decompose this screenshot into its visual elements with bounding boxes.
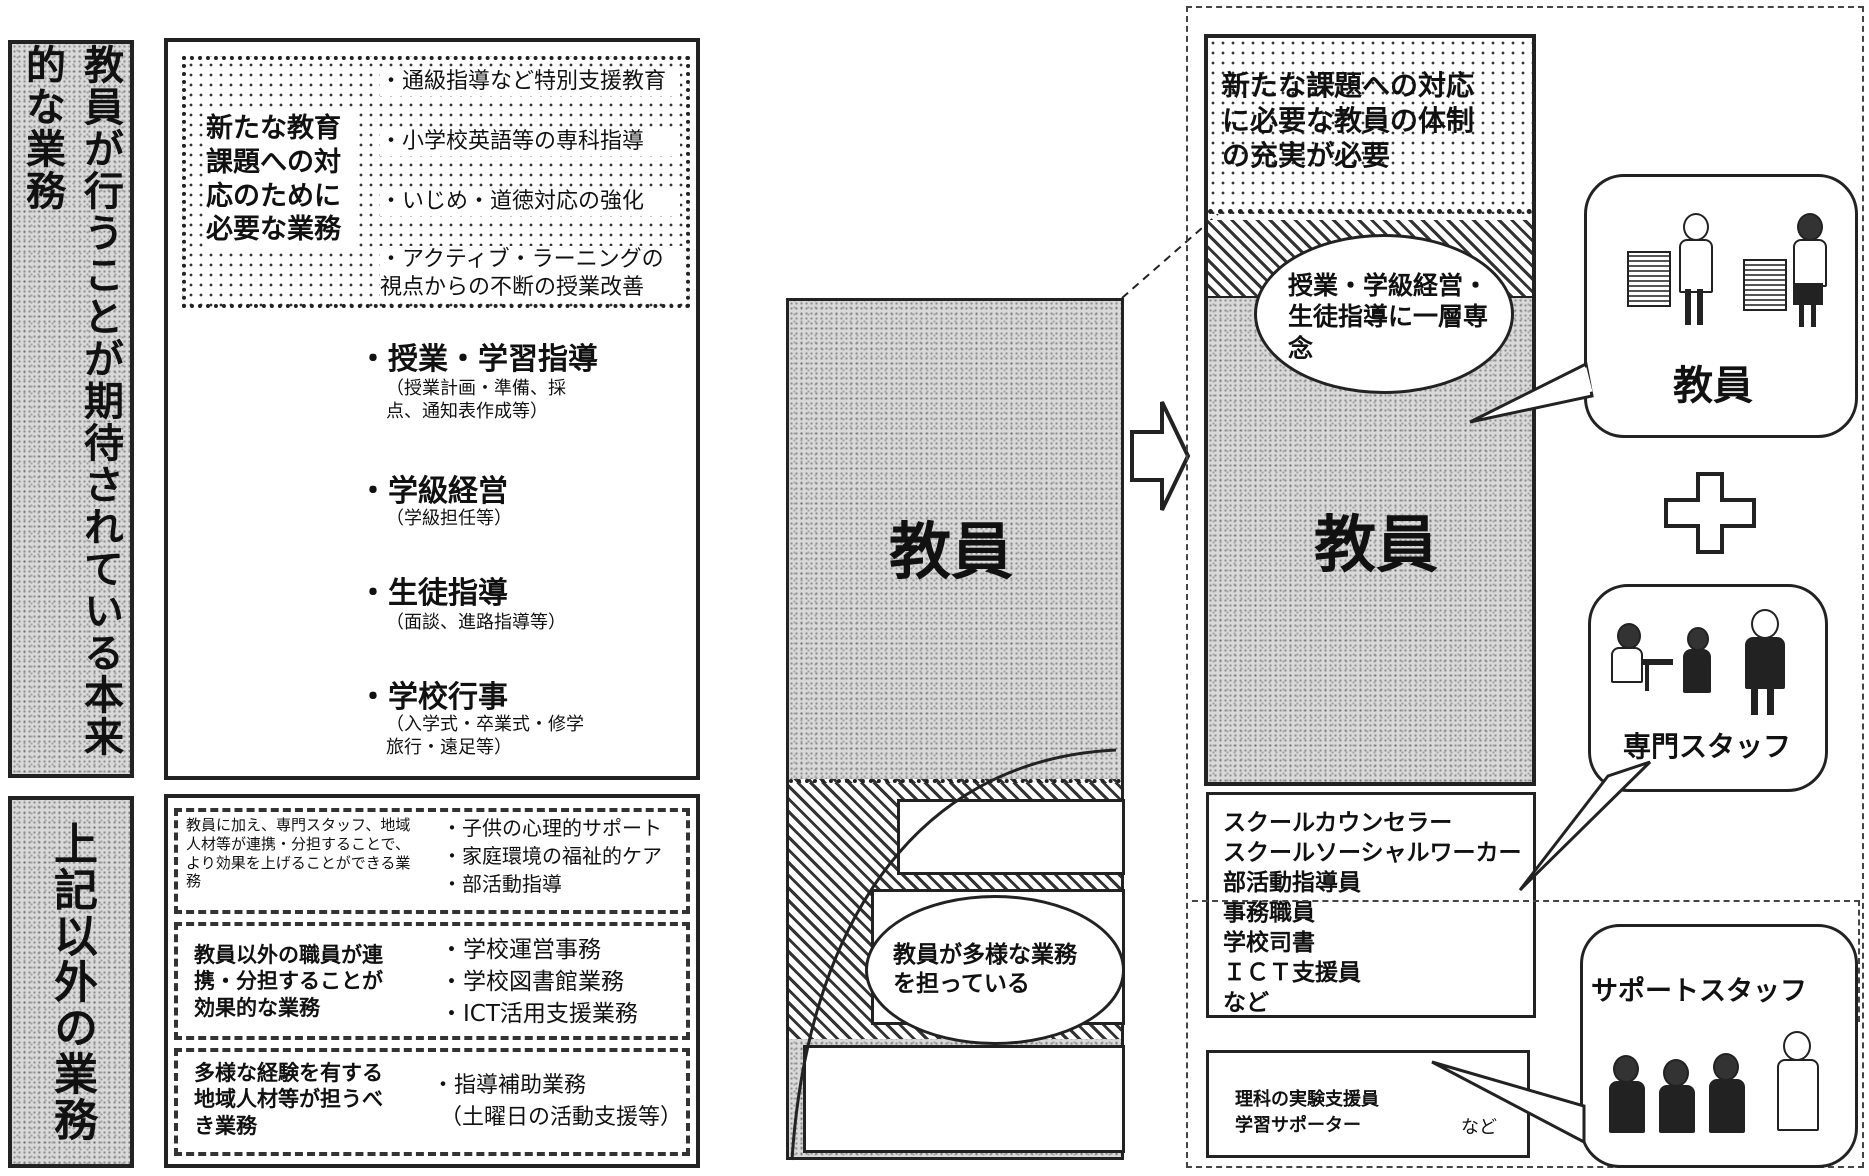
middle-teacher-label: 教員	[889, 515, 1014, 588]
other-task-item: ・家庭環境の福祉的ケア	[442, 844, 662, 868]
other-task-box: 教員以外の職員が連携・分担することが効果的な業務 ・学校運営事務 ・学校図書館業…	[174, 922, 690, 1040]
other-task-title: 教員に加え、専門スタッフ、地域人材等が連携・分担することで、より効果を上げること…	[186, 816, 411, 891]
staff-item: スクールカウンセラー	[1223, 810, 1453, 836]
specialist-bubble-tail	[1518, 760, 1652, 892]
other-task-item: ・部活動指導	[442, 872, 562, 896]
teacher-bubble-label: 教員	[1673, 363, 1753, 409]
support-bubble: サポートスタッフ	[1580, 924, 1858, 1168]
support-item: 学習サポーター	[1235, 1115, 1361, 1136]
other-tasks-panel: 教員に加え、専門スタッフ、地域人材等が連携・分担することで、より効果を上げること…	[164, 794, 700, 1168]
other-task-title: 教員以外の職員が連携・分担することが効果的な業務	[194, 943, 383, 1020]
core-task-detail: （学級担任等）	[386, 508, 512, 529]
right-arrow-icon	[1130, 401, 1191, 511]
new-task-item: ・アクティブ・ラーニングの視点からの不断の授業改善	[380, 246, 684, 301]
other-task-box: 教員に加え、専門スタッフ、地域人材等が連携・分担することで、より効果を上げること…	[174, 808, 690, 914]
teacher-bubble-tail	[1469, 361, 1594, 424]
middle-cloud-text: 教員が多様な業務を担っている	[893, 942, 1077, 997]
core-tasks-panel: 新たな教育課題への対応のために必要な業務 ・通級指導など特別支援教育 ・小学校英…	[164, 38, 700, 780]
right-teacher-column: 新たな課題への対応に必要な教員の体制の充実が必要 教員 授業・学級経営・生徒指導…	[1204, 34, 1536, 786]
staff-item: など	[1223, 990, 1269, 1016]
support-inner-dashed	[1192, 900, 1860, 1022]
other-task-item: ・ICT活用支援業務	[440, 1001, 638, 1027]
other-task-item: ・学校運営事務	[440, 937, 601, 963]
staff-item: 学校司書	[1223, 930, 1315, 956]
specialist-staff-box: スクールカウンセラー スクールソーシャルワーカー 部活動指導員 事務職員 学校司…	[1206, 792, 1536, 1018]
support-item: 理科の実験支援員	[1235, 1089, 1379, 1110]
right-cloud	[1254, 234, 1514, 394]
new-task-item: ・小学校英語等の専科指導	[380, 128, 680, 156]
core-task-title: ・授業・学習指導	[358, 342, 598, 377]
staff-item: 事務職員	[1223, 900, 1315, 926]
specialist-bubble: 専門スタッフ	[1588, 584, 1828, 792]
right-outer-dashed	[1186, 6, 1864, 1168]
middle-curve	[790, 748, 1117, 1161]
connector-line	[1121, 213, 1219, 299]
support-bubble-label: サポートスタッフ	[1591, 976, 1807, 1007]
support-bubble-tail	[1431, 1060, 1586, 1145]
new-tasks-title: 新たな教育課題への対応のために必要な業務	[206, 112, 356, 247]
middle-cloud	[865, 895, 1125, 1045]
middle-white-slot	[803, 1045, 1125, 1153]
other-task-box: 多様な経験を有する地域人材等が担うべき業務 ・指導補助業務 （土曜日の活動支援等…	[174, 1048, 690, 1156]
support-staff-box: 理科の実験支援員 学習サポーター など	[1206, 1050, 1530, 1158]
side-label-core: 教員が行うことが期待されている本来的な業務	[8, 40, 134, 778]
right-teacher-label: 教員	[1314, 508, 1439, 581]
core-task-title: ・生徒指導	[358, 576, 508, 611]
side-label-other: 上記以外の業務	[8, 796, 134, 1168]
teacher-bubble: 教員	[1584, 174, 1858, 438]
plus-icon	[1664, 472, 1756, 554]
core-task-title: ・学級経営	[358, 474, 508, 509]
other-task-item: ・子供の心理的サポート	[442, 816, 662, 840]
right-cloud-text: 授業・学級経営・生徒指導に一層専念	[1288, 271, 1489, 363]
middle-white-slot	[897, 799, 1125, 875]
staff-item: 部活動指導員	[1223, 870, 1361, 896]
right-top-text: 新たな課題への対応に必要な教員の体制の充実が必要	[1222, 69, 1475, 172]
middle-teacher-column: 教員 教員が多様な業務を担っている	[786, 298, 1125, 1160]
specialist-bubble-label: 専門スタッフ	[1623, 730, 1792, 763]
other-task-item: ・指導補助業務	[432, 1073, 587, 1098]
new-tasks-box: 新たな教育課題への対応のために必要な業務 ・通級指導など特別支援教育 ・小学校英…	[182, 56, 690, 308]
other-task-title: 多様な経験を有する地域人材等が担うべき業務	[194, 1061, 383, 1138]
core-task-detail: （面談、進路指導等）	[386, 612, 566, 633]
other-task-item: ・学校図書館業務	[440, 969, 624, 995]
new-task-item: ・通級指導など特別支援教育	[380, 68, 680, 96]
new-task-item: ・いじめ・道徳対応の強化	[380, 188, 680, 216]
core-task-detail: （入学式・卒業式・修学旅行・遠足等）	[386, 714, 584, 758]
core-task-detail: （授業計画・準備、採点、通知表作成等）	[386, 378, 566, 422]
support-etc: など	[1461, 1117, 1497, 1138]
right-top-box: 新たな課題への対応に必要な教員の体制の充実が必要	[1208, 38, 1532, 214]
staff-item: ＩＣＴ支援員	[1223, 960, 1361, 986]
staff-item: スクールソーシャルワーカー	[1223, 840, 1522, 866]
other-task-item: （土曜日の活動支援等）	[440, 1105, 683, 1130]
core-task-title: ・学校行事	[358, 680, 508, 715]
